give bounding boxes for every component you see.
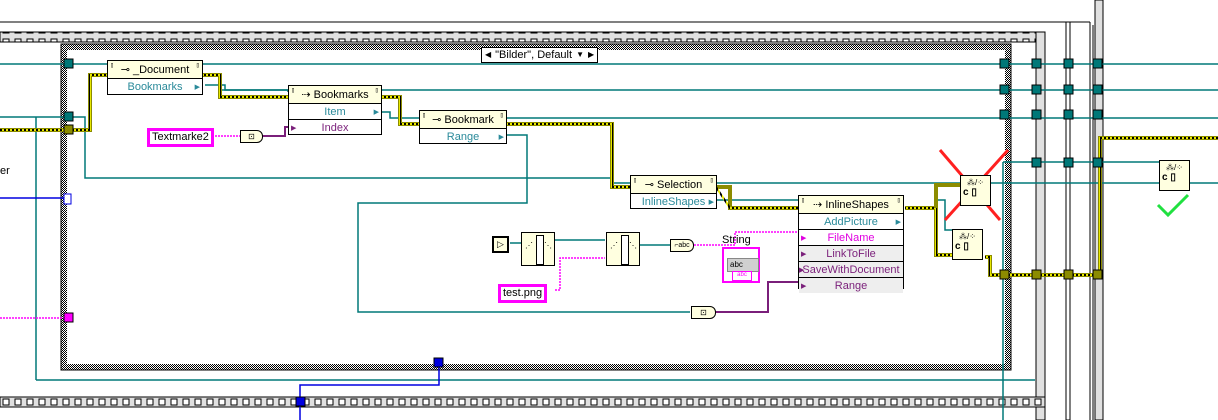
- case-next-arrow[interactable]: ▶: [587, 50, 595, 59]
- node-row-label: InlineShapes: [641, 195, 706, 208]
- node-title: InlineShapes: [825, 198, 889, 211]
- node-row-label: Item: [324, 105, 346, 118]
- string-wires: [0, 135, 800, 319]
- path-to-string-icon[interactable]: ⌐abc: [670, 239, 694, 252]
- build-path-icon[interactable]: ⋰ ⋱: [606, 232, 640, 266]
- close-reference-node-crossed[interactable]: ⁂/⁘ c ▯: [960, 175, 991, 206]
- node-row-label: Range: [834, 279, 868, 292]
- string-indicator-label: String: [722, 234, 751, 246]
- strip-path-icon[interactable]: ⋰ ⋱: [521, 232, 555, 266]
- close-reference-node[interactable]: ⁂/⁘ c ▯: [952, 229, 983, 260]
- textmarke-string-constant[interactable]: Textmarke2: [147, 128, 214, 147]
- variant-wires: [262, 126, 800, 313]
- to-variant-icon[interactable]: ⊡: [691, 306, 716, 319]
- node-row-label: Bookmarks: [127, 80, 183, 93]
- invoke-node-icon: ⇢: [301, 89, 314, 101]
- node-title: Bookmarks: [313, 88, 369, 101]
- string-indicator[interactable]: abc abc: [722, 247, 760, 283]
- bookmarks-invoke-node[interactable]: ▯⇢ Bookmarks▯ Item▶ ▶Index: [288, 85, 382, 135]
- invoke-node-icon: ⇢: [813, 199, 826, 211]
- refnum-wires: [0, 63, 1218, 420]
- bookmark-property-node[interactable]: ▯⊸ Bookmark▯ Range▶: [419, 110, 507, 144]
- to-variant-icon[interactable]: ⊡: [240, 130, 263, 143]
- indicator-type: abc: [732, 271, 752, 281]
- property-node-icon: ⊸: [432, 114, 445, 126]
- node-row-label: FileName: [827, 231, 875, 244]
- node-row-label: LinkToFile: [826, 247, 876, 260]
- filename-string-constant[interactable]: test.png: [498, 284, 548, 303]
- selection-property-node[interactable]: ▯⊸ Selection▯ InlineShapes▶: [630, 175, 717, 209]
- node-title: _Document: [133, 63, 190, 76]
- indicator-value: abc: [727, 258, 759, 272]
- node-row-label: AddPicture: [824, 215, 878, 228]
- node-row-label: Range: [446, 130, 480, 143]
- green-check-icon: [1156, 193, 1190, 218]
- inlineshapes-invoke-node[interactable]: ▯⇢ InlineShapes▯ AddPicture▶ ▶FileName ▶…: [798, 195, 904, 293]
- property-node-icon: ⊸: [120, 64, 133, 76]
- partial-label: er: [0, 165, 10, 177]
- node-row-label: Index: [321, 121, 349, 134]
- node-row-label: SaveWithDocument: [802, 263, 900, 276]
- tunnels: [63, 58, 1103, 407]
- property-node-icon: ⊸: [644, 179, 657, 191]
- loop-frame-border: [0, 31, 1046, 420]
- case-selector[interactable]: ◀ "Bilder", Default ▼ ▶: [481, 47, 599, 63]
- case-selector-label: "Bilder", Default: [495, 49, 573, 61]
- node-title: Bookmark: [444, 113, 494, 126]
- error-wires: [0, 73, 1218, 277]
- document-property-node[interactable]: ▯⊸ _Document▯ Bookmarks▶: [107, 60, 203, 95]
- close-reference-node-correct[interactable]: ⁂/⁘ c ▯: [1159, 160, 1190, 191]
- node-title: Selection: [657, 178, 703, 191]
- chevron-down-icon[interactable]: ▼: [576, 50, 584, 59]
- case-prev-arrow[interactable]: ◀: [485, 50, 492, 59]
- current-vi-path-icon[interactable]: ▷: [492, 236, 509, 253]
